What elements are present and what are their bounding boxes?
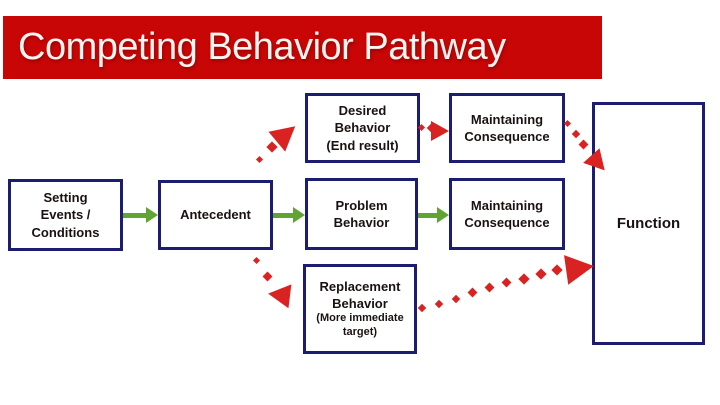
dot: [578, 139, 589, 150]
box-setting-events: Setting Events / Conditions: [8, 179, 123, 251]
dot: [434, 299, 444, 309]
header-bar: Competing Behavior Pathway: [3, 16, 602, 79]
box-desired-label-line3: (End result): [326, 137, 399, 153]
box-maintaining-consequence-top: Maintaining Consequence: [449, 93, 565, 163]
arrow-head-icon: [437, 207, 449, 223]
dot: [467, 287, 478, 298]
dot: [571, 129, 581, 139]
box-replacement-label-line1: Replacement: [319, 279, 401, 295]
box-problem-label-line1: Problem: [335, 197, 388, 213]
box-function-label: Function: [616, 214, 681, 232]
box-maintaining-top-label-line2: Consequence: [464, 129, 550, 144]
slide-title: Competing Behavior Pathway: [18, 26, 506, 68]
arrow-shaft: [418, 213, 437, 218]
box-replacement-behavior: Replacement Behavior (More immediate tar…: [303, 264, 417, 354]
dot: [484, 282, 495, 293]
box-setting-label-line2: Events /: [40, 207, 91, 223]
box-antecedent-label: Antecedent: [180, 207, 251, 223]
box-desired-label-line1: Desired: [338, 103, 387, 119]
arrow-head-icon: [146, 207, 158, 223]
box-problem-label-line2: Behavior: [333, 215, 390, 230]
dot: [551, 264, 563, 276]
box-replacement-label-line2: Behavior: [332, 296, 388, 312]
dot: [501, 277, 512, 288]
arrow-head-icon: [564, 251, 596, 285]
dot: [417, 303, 427, 313]
arrow-shaft: [273, 213, 293, 218]
dot: [252, 256, 261, 265]
arrow-head-icon: [293, 207, 305, 223]
box-replacement-sublabel-line1: (More immediate: [316, 312, 404, 325]
box-setting-label-line3: Conditions: [31, 224, 100, 240]
box-replacement-sublabel-line2: target): [342, 326, 378, 339]
arrow-shaft: [123, 213, 146, 218]
green-arrow-antecedent-to-problem: [273, 207, 305, 223]
box-antecedent: Antecedent: [158, 180, 273, 250]
dot: [451, 294, 461, 304]
dot: [266, 141, 278, 153]
dot: [518, 273, 530, 285]
dot: [535, 268, 547, 280]
box-setting-label-line1: Setting: [43, 190, 88, 206]
box-maintaining-mid-label-line1: Maintaining: [470, 197, 544, 213]
box-maintaining-consequence-mid: Maintaining Consequence: [449, 178, 565, 250]
green-arrow-setting-to-antecedent: [123, 207, 158, 223]
dot: [255, 155, 264, 164]
arrow-head-icon: [266, 281, 292, 309]
arrow-head-icon: [431, 121, 449, 141]
box-problem-behavior: Problem Behavior: [305, 178, 418, 250]
box-function: Function: [592, 102, 705, 345]
box-desired-behavior: Desired Behavior (End result): [305, 93, 420, 163]
box-maintaining-mid-label-line2: Consequence: [464, 215, 550, 230]
box-maintaining-top-label-line1: Maintaining: [470, 111, 544, 127]
box-desired-label-line2: Behavior: [334, 120, 391, 136]
dot: [262, 271, 273, 282]
dot: [563, 119, 572, 128]
green-arrow-problem-to-maintaining: [418, 207, 449, 223]
